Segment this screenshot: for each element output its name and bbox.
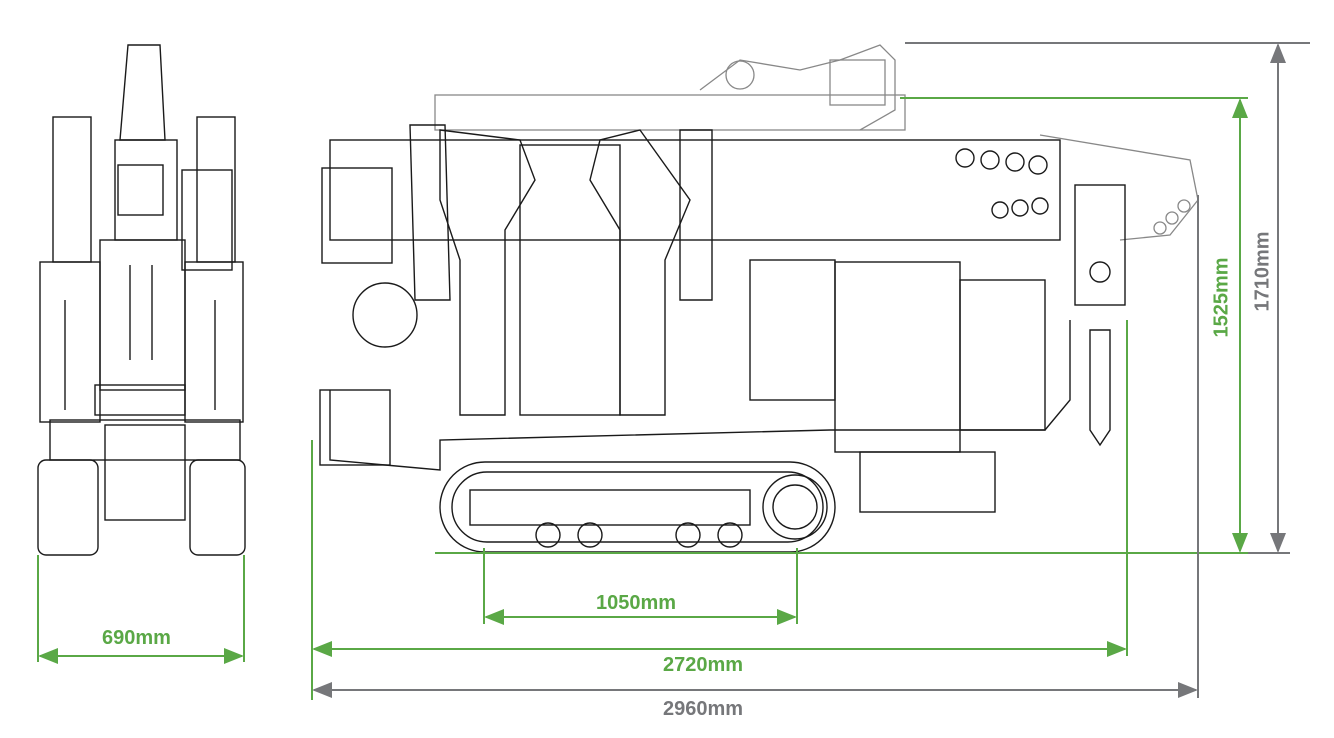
track-wheelbase-label: 1050mm: [596, 592, 677, 614]
front-view: [37, 44, 246, 556]
jib-extended: [434, 44, 1199, 241]
length-stowed-label: 2720mm: [663, 654, 744, 676]
height-overall-label: 1710mm: [1251, 231, 1274, 312]
height-stowed-label: 1525mm: [1210, 257, 1233, 338]
side-view: [319, 124, 1126, 553]
width-front-label: 690mm: [102, 627, 171, 649]
dimension-lines: [37, 42, 1310, 700]
length-overall-label: 2960mm: [663, 698, 744, 720]
